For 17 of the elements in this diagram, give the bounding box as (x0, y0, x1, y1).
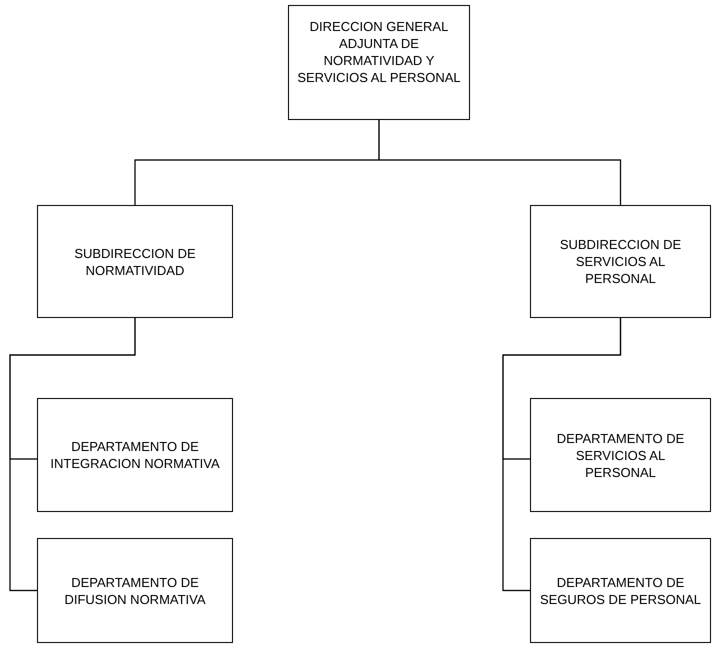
box-label: DEPARTAMENTO DE INTEGRACION NORMATIVA (49, 438, 221, 472)
connector-line (378, 120, 622, 205)
org-box (288, 5, 470, 120)
org-box (530, 538, 711, 643)
org-box (530, 205, 711, 318)
connector-line (502, 318, 622, 592)
org-box (37, 205, 233, 318)
box-label: SUBDIRECCION DE NORMATIVIDAD (73, 244, 197, 278)
box-label: DEPARTAMENTO DE SERVICIOS AL PERSONAL (556, 430, 686, 480)
org-box (37, 398, 233, 512)
box-label: SUBDIRECCION DE SERVICIOS AL PERSONAL (558, 236, 682, 287)
org-box (530, 398, 711, 512)
box-label: DEPARTAMENTO DE DIFUSION NORMATIVA (63, 574, 207, 608)
connector-line (9, 318, 136, 592)
org-box (37, 538, 233, 643)
box-label: DEPARTAMENTO DE SEGUROS DE PERSONAL (539, 574, 702, 608)
box-label: DIRECCION GENERAL ADJUNTA DE NORMATIVIDAD Y SERVICIOS AL PERSONAL (297, 18, 461, 86)
